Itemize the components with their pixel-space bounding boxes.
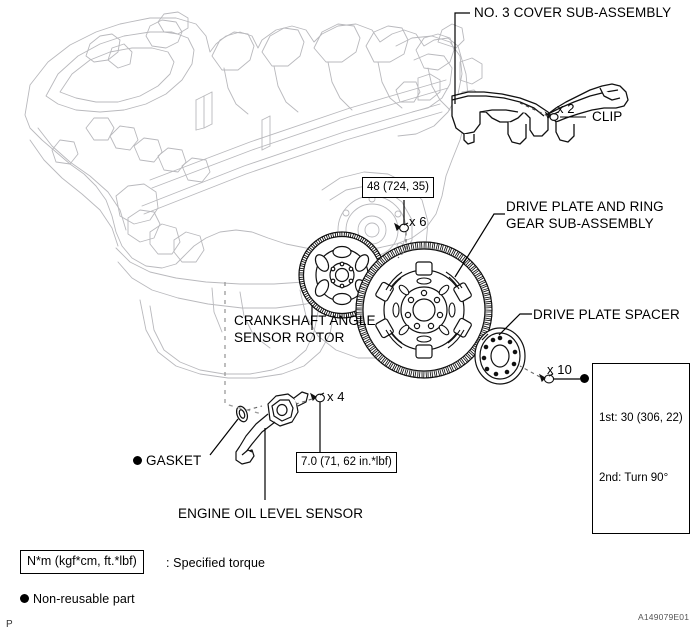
label-drive-plate-ring-gear-line2: GEAR SUB-ASSEMBLY [506, 216, 654, 231]
qty-clip: x 2 [557, 101, 575, 116]
legend-torque-box: N*m (kgf*cm, ft.*lbf) [20, 550, 144, 574]
drive-plate-ring-gear-part [355, 241, 493, 379]
gasket-part [235, 405, 249, 423]
torque-crankshaft-bolt: 1st: 30 (306, 22) 2nd: Turn 90° [592, 363, 690, 534]
drive-plate-spacer-leader [498, 313, 532, 336]
label-engine-oil-level-sensor: ENGINE OIL LEVEL SENSOR [178, 506, 364, 521]
engine-oil-level-sensor-part [235, 391, 309, 465]
legend-non-reusable: Non-reusable part [20, 592, 135, 607]
drive-plate-leader [454, 213, 505, 278]
label-drive-plate-ring-gear-line1: DRIVE PLATE AND RING [506, 199, 664, 214]
oil-level-sensor-bolt-dashed-leader [295, 398, 313, 405]
label-clip: CLIP [592, 109, 623, 124]
label-drive-plate-spacer: DRIVE PLATE SPACER [533, 307, 680, 322]
legend-torque-caption: : Specified torque [166, 556, 266, 570]
non-reusable-dot-gasket [133, 455, 142, 465]
no3-cover-part [451, 83, 629, 145]
label-gasket: GASKET [133, 453, 201, 470]
qty-drive-plate-bolts: x 6 [409, 214, 427, 229]
page-mark: P [6, 619, 13, 630]
drive-plate-spacer-part [474, 327, 526, 385]
gasket-dashed-leader [246, 405, 263, 411]
torque-crankshaft-bolt-1st: 1st: 30 (306, 22) [599, 412, 683, 424]
oil-level-sensor-bolt [310, 392, 325, 403]
no3-cover-leader [454, 12, 470, 104]
ring-gear-teeth [355, 241, 493, 379]
non-reusable-dot-crankshaft-bolt [580, 374, 589, 383]
qty-spacer-bolts: x 10 [547, 362, 572, 377]
non-reusable-dot-legend [20, 594, 29, 604]
assembly-dashed-line [224, 282, 263, 415]
qty-oil-level-sensor-bolts: x 4 [327, 389, 345, 404]
figure-reference-code: A149079E01 [638, 612, 690, 622]
torque-drive-plate-bolt: 48 (724, 35) [362, 177, 435, 198]
clip-dashed-leader [519, 102, 549, 117]
torque-oil-level-sensor: 7.0 (71, 62 in.*lbf) [296, 452, 397, 473]
label-crankshaft-angle-sensor-rotor-line1: CRANKSHAFT ANGLE [234, 313, 376, 328]
gasket-leader [209, 418, 239, 456]
label-crankshaft-angle-sensor-rotor-line2: SENSOR ROTOR [234, 330, 345, 345]
label-gasket-text: GASKET [146, 453, 202, 468]
torque-crankshaft-bolt-2nd: 2nd: Turn 90° [599, 472, 669, 484]
label-no3-cover-sub-assembly: NO. 3 COVER SUB-ASSEMBLY [474, 5, 672, 20]
legend-non-reusable-text: Non-reusable part [33, 592, 135, 606]
drive-plate-bolt [394, 222, 409, 233]
spacer-bolt [539, 373, 555, 384]
